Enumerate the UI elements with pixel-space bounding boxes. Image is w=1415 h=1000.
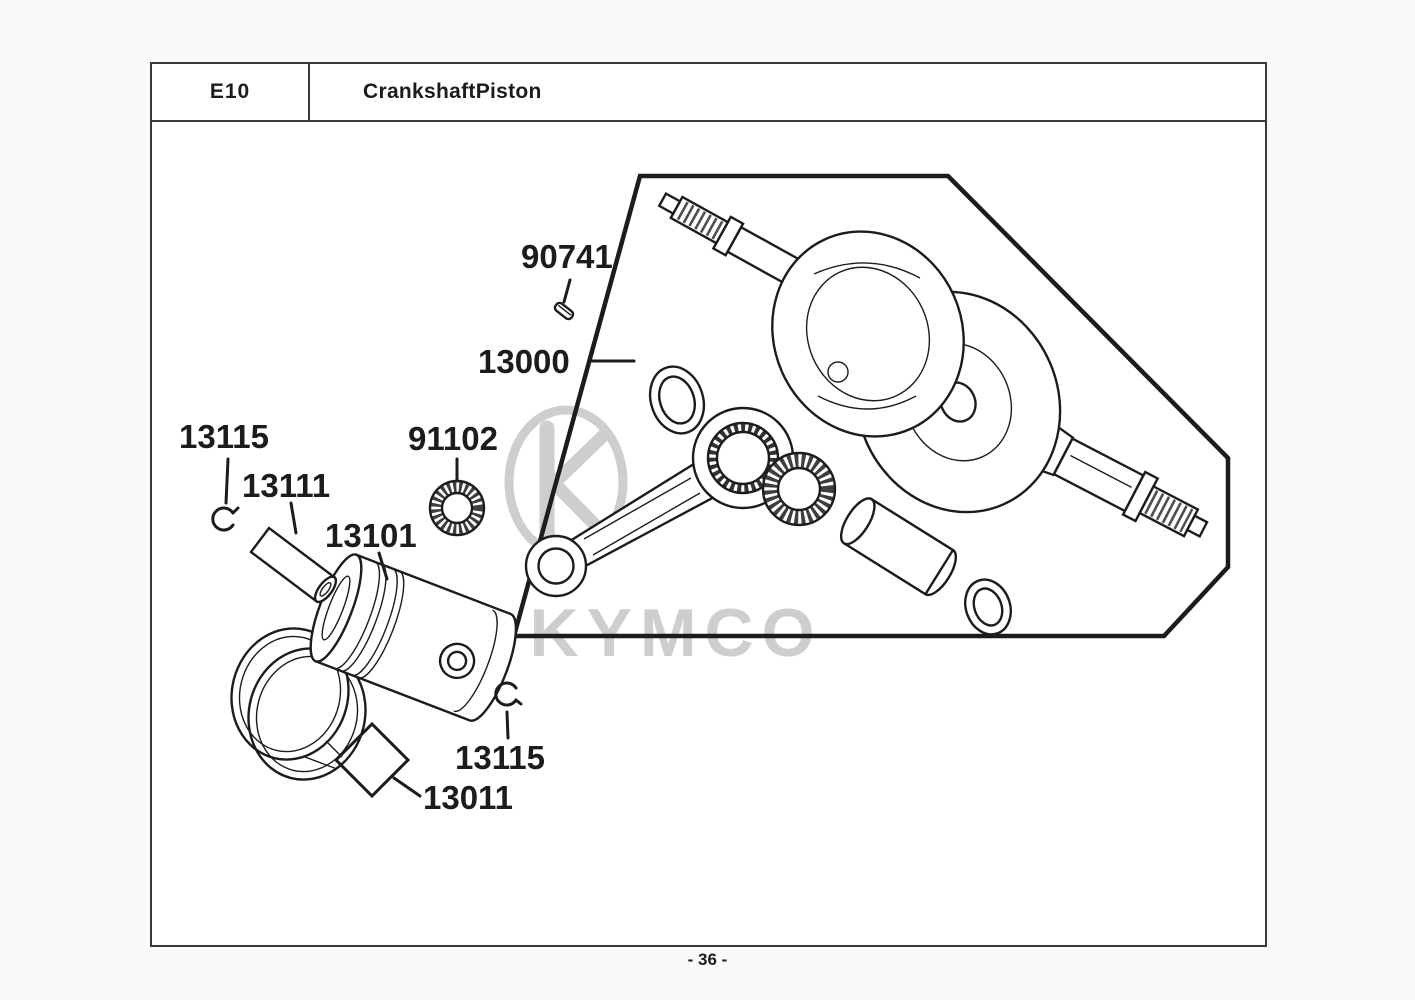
woodruff-key bbox=[553, 301, 575, 321]
kymco-watermark-text: KYMCO bbox=[529, 595, 822, 671]
leader-13115-bottom bbox=[505, 710, 510, 740]
crankshaft-assembly bbox=[657, 191, 1209, 539]
leader-13101 bbox=[377, 551, 389, 581]
leader-13011 bbox=[392, 776, 422, 798]
circlip-top bbox=[211, 506, 240, 532]
leader-13111 bbox=[289, 501, 298, 535]
washer-seal-left bbox=[648, 365, 706, 435]
washer-seal-right bbox=[964, 578, 1012, 636]
leader-90741 bbox=[562, 278, 572, 304]
ring-connector-line bbox=[304, 756, 338, 770]
piston-pin bbox=[249, 526, 338, 604]
small-end-needle-bearing bbox=[428, 479, 486, 537]
page-header: E10 CrankshaftPiston bbox=[152, 64, 1265, 122]
part-label-90741: 90741 bbox=[521, 238, 613, 275]
part-label-13101: 13101 bbox=[325, 517, 417, 554]
part-label-13000: 13000 bbox=[478, 343, 570, 380]
page-frame: E10 CrankshaftPiston bbox=[150, 62, 1267, 947]
page-number: - 36 - bbox=[687, 950, 728, 969]
ring-set-marker-diamond bbox=[333, 721, 411, 799]
part-label-13115-top: 13115 bbox=[179, 418, 269, 455]
part-label-13115-bottom: 13115 bbox=[455, 739, 545, 776]
crank-pin bbox=[839, 497, 958, 597]
section-code-box: E10 bbox=[152, 64, 310, 120]
part-label-13111: 13111 bbox=[242, 467, 330, 504]
web-detail-arc-top bbox=[813, 262, 921, 279]
part-label-91102: 91102 bbox=[408, 420, 498, 457]
page-title: CrankshaftPiston bbox=[363, 80, 542, 103]
leader-lines bbox=[224, 278, 636, 798]
web-detail-arc-bottom bbox=[817, 395, 917, 410]
part-labels: 90741 13000 13115 13111 91102 13101 1311… bbox=[179, 238, 613, 816]
crank-web-left bbox=[771, 230, 965, 438]
ring-connector-line bbox=[325, 740, 343, 758]
web-balance-hole bbox=[827, 361, 849, 383]
piston bbox=[309, 553, 518, 722]
section-code: E10 bbox=[209, 80, 251, 103]
crankpin-needle-bearing bbox=[761, 451, 837, 527]
leader-13115-top bbox=[224, 457, 230, 505]
part-label-13011: 13011 bbox=[423, 779, 513, 816]
circlip-bottom bbox=[494, 681, 523, 707]
